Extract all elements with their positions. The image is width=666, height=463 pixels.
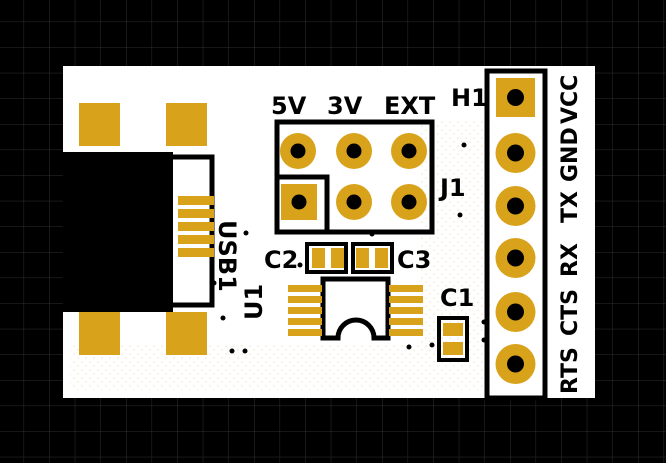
usb-signal-pad xyxy=(178,222,214,231)
usb-signal-pad xyxy=(178,209,214,218)
pin-label-rx: RX xyxy=(558,243,583,277)
vias xyxy=(211,142,487,354)
usb-mount-pad xyxy=(79,103,120,146)
pin-label-rts: RTS xyxy=(558,347,583,394)
c1-label: C1 xyxy=(440,284,474,312)
j1-label: J1 xyxy=(438,174,466,202)
h1-label: H1 xyxy=(451,84,488,112)
c2-label: C2 xyxy=(264,246,298,274)
ic-u1 xyxy=(288,276,423,341)
jumper-label-3v: 3V xyxy=(327,92,363,120)
capacitor-c1 xyxy=(437,316,469,362)
usb-mount-pad xyxy=(166,312,207,355)
pin-label-gnd: GND xyxy=(558,127,583,182)
ground-pour-texture xyxy=(70,345,470,390)
u1-label: U1 xyxy=(240,284,268,320)
jumper-label-ext: EXT xyxy=(384,92,436,120)
usb-mount-pad xyxy=(166,103,207,146)
pin-header-h1 xyxy=(484,68,548,401)
usb-signal-pad xyxy=(178,248,214,257)
usb-mount-pad xyxy=(79,312,120,355)
usb-signal-pad xyxy=(178,196,214,205)
pin-label-cts: CTS xyxy=(558,289,583,336)
c3-label: C3 xyxy=(397,246,431,274)
usb1-label: USB1 xyxy=(213,220,241,292)
pin-label-tx: TX xyxy=(558,191,583,223)
usb-connector-usb1 xyxy=(63,103,215,355)
capacitors-c2-c3 xyxy=(305,242,394,274)
jumper-label-5v: 5V xyxy=(271,92,307,120)
jumper-j1 xyxy=(274,119,435,235)
usb-signal-pad xyxy=(178,235,214,244)
pin-label-vcc: VCC xyxy=(558,75,583,124)
